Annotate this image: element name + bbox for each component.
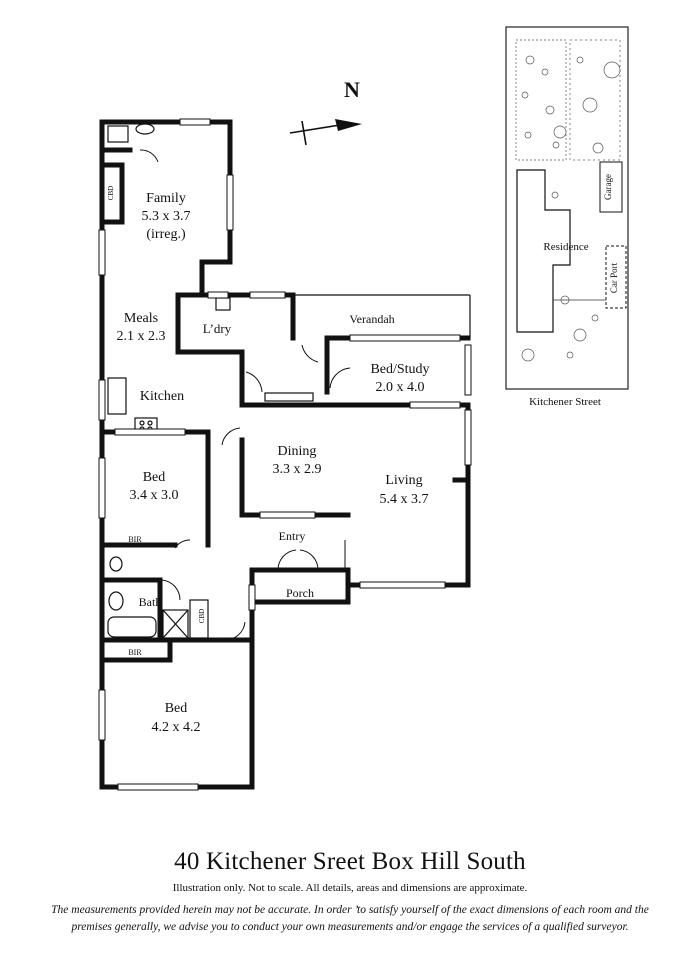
garden-foliage bbox=[515, 39, 621, 199]
room-verandah-name: Verandah bbox=[349, 312, 394, 326]
room-bed-study-name: Bed/Study bbox=[370, 362, 429, 377]
residence-outline bbox=[516, 169, 571, 333]
room-bath-name: Bath bbox=[139, 595, 162, 609]
room-laundry-name: L’dry bbox=[203, 321, 232, 336]
compass-north-label: N bbox=[344, 77, 360, 102]
room-bed-study-dims: 2.0 x 4.0 bbox=[376, 380, 425, 395]
property-title: 40 Kitchener Sreet Box Hill South bbox=[174, 848, 526, 875]
room-bed2-dims: 4.2 x 4.2 bbox=[152, 720, 201, 735]
windows bbox=[98, 118, 472, 791]
disclaimer-line-1: The measurements provided herein may not… bbox=[51, 904, 649, 916]
room-porch-name: Porch bbox=[286, 586, 314, 600]
room-bed-study: Bed/Study 2.0 x 4.0 bbox=[370, 362, 429, 395]
site-garage-label: Garage bbox=[603, 174, 613, 200]
garage-box bbox=[599, 161, 623, 213]
site-residence-label: Residence bbox=[543, 241, 588, 253]
room-bed1-name: Bed bbox=[143, 470, 166, 485]
site-street-label: Kitchener Street bbox=[529, 396, 601, 408]
room-bed1: Bed 3.4 x 3.0 bbox=[130, 470, 179, 503]
room-living: Living 5.4 x 3.7 bbox=[380, 473, 429, 507]
room-living-dims: 5.4 x 3.7 bbox=[380, 492, 429, 507]
tag-bir-bed2: BIR bbox=[128, 648, 142, 657]
room-family-note: (irreg.) bbox=[146, 227, 186, 242]
room-dining-dims: 3.3 x 2.9 bbox=[273, 462, 322, 477]
room-kitchen-name: Kitchen bbox=[140, 389, 184, 404]
disclaimer-line-2: premises generally, we advise you to con… bbox=[71, 921, 629, 933]
room-dining: Dining 3.3 x 2.9 bbox=[273, 444, 322, 477]
room-family: Family 5.3 x 3.7 (irreg.) bbox=[142, 191, 191, 242]
illustration-note: Illustration only. Not to scale. All det… bbox=[172, 882, 528, 894]
room-meals-dims: 2.1 x 2.3 bbox=[117, 329, 166, 344]
tag-bir-bed1: BIR bbox=[128, 535, 142, 544]
tag-cbd-family: CBD bbox=[107, 186, 115, 200]
room-bed2: Bed 4.2 x 4.2 bbox=[152, 701, 201, 735]
tag-cbd-bath: CBD bbox=[198, 609, 206, 623]
doors bbox=[139, 149, 351, 641]
room-meals: Meals 2.1 x 2.3 bbox=[117, 311, 166, 344]
floor-plan: Garage Residence Car Port Kitchener Stre… bbox=[98, 26, 629, 791]
room-family-name: Family bbox=[146, 191, 186, 206]
room-bed1-dims: 3.4 x 3.0 bbox=[130, 488, 179, 503]
site-carport-label: Car Port bbox=[609, 262, 619, 293]
room-dining-name: Dining bbox=[278, 444, 317, 459]
north-arrow bbox=[289, 119, 362, 146]
room-entry-name: Entry bbox=[279, 529, 306, 543]
site-plan: Garage Residence Car Port bbox=[505, 26, 629, 390]
room-meals-name: Meals bbox=[124, 311, 158, 326]
room-bed2-name: Bed bbox=[165, 701, 188, 716]
thin-lines bbox=[107, 123, 471, 639]
room-living-name: Living bbox=[385, 473, 422, 488]
carport-box bbox=[605, 245, 627, 309]
room-family-dims: 5.3 x 3.7 bbox=[142, 209, 191, 224]
